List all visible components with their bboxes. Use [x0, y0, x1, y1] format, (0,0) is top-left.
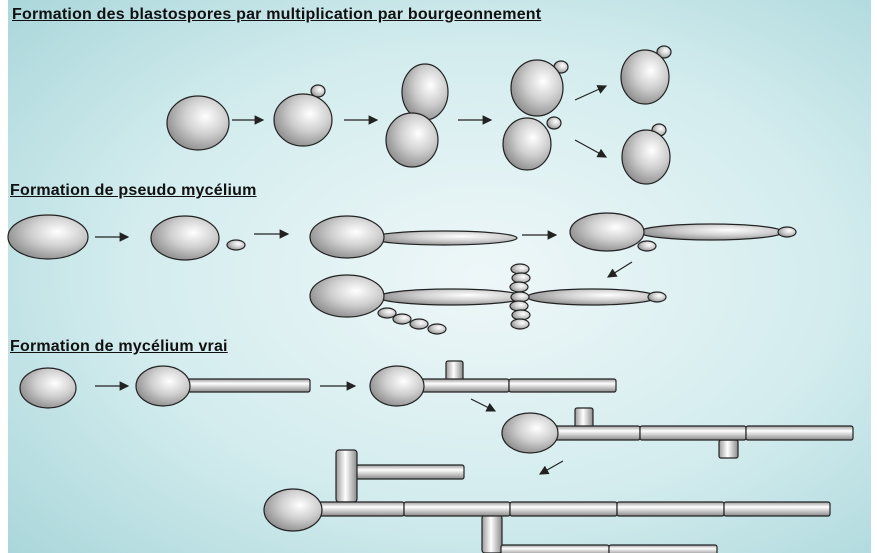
section-title-pseudo-mycelium: Formation de pseudo mycélium — [10, 182, 257, 200]
bud — [547, 117, 561, 129]
separated-cell — [622, 130, 670, 184]
mother-cell — [8, 215, 88, 259]
hypha-segment — [509, 379, 616, 392]
hyphal-branch — [719, 440, 738, 458]
germ-tube — [180, 379, 310, 392]
blastospore — [512, 273, 530, 283]
mother-cell — [570, 213, 644, 251]
mother-cell — [386, 113, 438, 167]
side-hypha — [609, 545, 717, 553]
mother-cell — [502, 413, 558, 453]
side-hypha — [356, 465, 464, 479]
section-title-true-mycelium: Formation de mycélium vrai — [10, 338, 228, 356]
mother-cell — [310, 216, 384, 258]
hypha-segment — [415, 379, 509, 392]
section-title-blastospores: Formation des blastospores par multiplic… — [12, 6, 541, 24]
side-hypha — [501, 545, 609, 553]
elongating-bud — [227, 240, 245, 250]
budding-cell — [274, 94, 332, 146]
daughter-cell — [511, 60, 563, 116]
blastospore — [428, 324, 446, 334]
hypha-segment — [746, 426, 853, 440]
bud — [778, 227, 796, 237]
budding-cell — [151, 216, 219, 260]
hypha-segment — [640, 426, 746, 440]
bud — [638, 241, 656, 251]
hyphal-branch — [482, 515, 502, 553]
blastospore — [510, 301, 528, 311]
mother-cell — [20, 368, 76, 408]
blastospore — [393, 314, 411, 324]
pseudohypha-segment — [527, 289, 657, 305]
hyphal-branch — [336, 450, 357, 502]
hypha-segment — [404, 502, 510, 516]
blastospore — [511, 319, 529, 329]
hyphal-branch — [575, 408, 593, 428]
hypha-segment — [617, 502, 724, 516]
mother-cell — [167, 96, 229, 150]
mother-cell — [310, 275, 384, 317]
elongated-cell — [371, 231, 517, 245]
mother-cell — [370, 366, 424, 406]
hypha-segment — [724, 502, 830, 516]
hyphal-branch — [446, 361, 463, 381]
pseudohypha-segment — [378, 289, 524, 305]
elongated-cell — [639, 224, 783, 240]
mother-cell — [264, 489, 322, 531]
hypha-segment — [510, 502, 617, 516]
germinating-cell — [136, 366, 190, 406]
hypha-segment — [318, 502, 404, 516]
separated-cell — [621, 50, 669, 104]
bud — [648, 292, 666, 302]
blastospore — [378, 308, 396, 318]
blastospore — [510, 282, 528, 292]
hypha-segment — [548, 426, 640, 440]
mother-cell — [503, 118, 551, 170]
blastospore — [410, 319, 428, 329]
daughter-cell — [402, 64, 448, 120]
